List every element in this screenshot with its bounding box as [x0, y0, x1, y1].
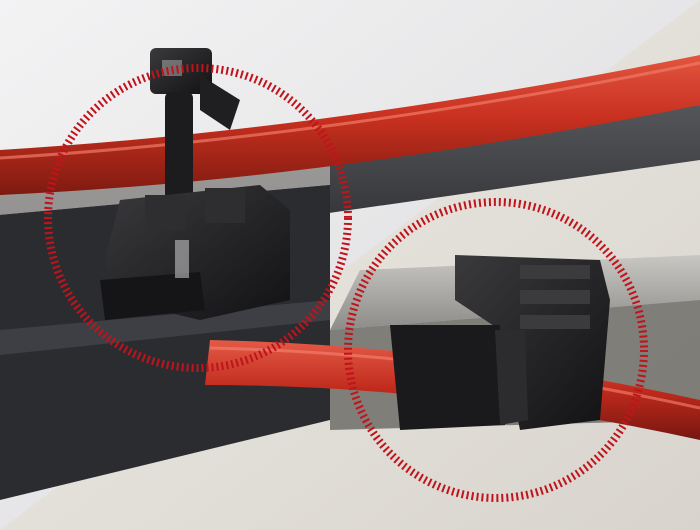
clip-rib-2: [205, 188, 245, 223]
clip-foot: [100, 272, 205, 320]
left-cable-clip: [100, 48, 290, 320]
right-clip-latch: [390, 325, 505, 430]
right-clip-rib-1: [520, 265, 590, 279]
tie-head: [150, 48, 212, 94]
clip-spring-steel: [175, 240, 189, 278]
left-detail-ring: [44, 64, 352, 372]
right-clip-rib-2: [520, 290, 590, 304]
right-clip-rib-3: [520, 315, 590, 329]
right-cable-clip: [390, 255, 610, 430]
clip-rib-1: [145, 195, 185, 230]
top-cable-highlight: [0, 61, 700, 160]
tie-tail: [200, 75, 240, 130]
left-scene: [0, 48, 700, 500]
right-scene: [205, 255, 700, 440]
right-detail-ring: [344, 198, 648, 502]
right-clip-side: [495, 330, 528, 425]
cable-tie-strap: [165, 92, 193, 222]
left-rail-groove: [0, 300, 330, 355]
